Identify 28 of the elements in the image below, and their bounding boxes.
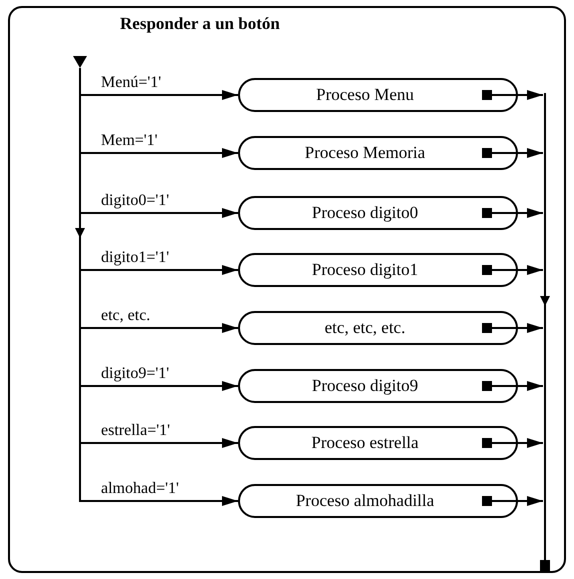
process-box: Proceso Memoria bbox=[238, 136, 518, 170]
arrow bbox=[482, 323, 543, 333]
edge-label: Mem='1' bbox=[101, 133, 158, 149]
process-box: etc, etc, etc. bbox=[238, 311, 518, 345]
process-box: Proceso estrella bbox=[238, 426, 518, 460]
process-box: Proceso Menu bbox=[238, 78, 518, 112]
process-box: Proceso digito0 bbox=[238, 196, 518, 230]
process-box: Proceso digito9 bbox=[238, 369, 518, 403]
edge-label: digito1='1' bbox=[101, 250, 170, 266]
edge-label: almohad='1' bbox=[101, 481, 179, 497]
arrow bbox=[482, 208, 543, 218]
arrow bbox=[482, 265, 543, 275]
arrow bbox=[482, 148, 543, 158]
edge-label: Menú='1' bbox=[101, 75, 162, 91]
edge-label: digito0='1' bbox=[101, 193, 170, 209]
process-box: Proceso almohadilla bbox=[238, 484, 518, 518]
edge-label: estrella='1' bbox=[101, 423, 170, 439]
process-box: Proceso digito1 bbox=[238, 253, 518, 287]
group-frame bbox=[8, 6, 566, 573]
edge-label: digito9='1' bbox=[101, 366, 170, 382]
start-marker bbox=[73, 56, 87, 68]
arrow bbox=[482, 438, 543, 448]
arrow bbox=[482, 381, 543, 391]
arrow bbox=[482, 496, 543, 506]
merge-bar bbox=[540, 93, 550, 572]
arrow bbox=[482, 90, 543, 100]
group-title: Responder a un botón bbox=[120, 14, 280, 34]
edge-label: etc, etc. bbox=[101, 308, 150, 324]
